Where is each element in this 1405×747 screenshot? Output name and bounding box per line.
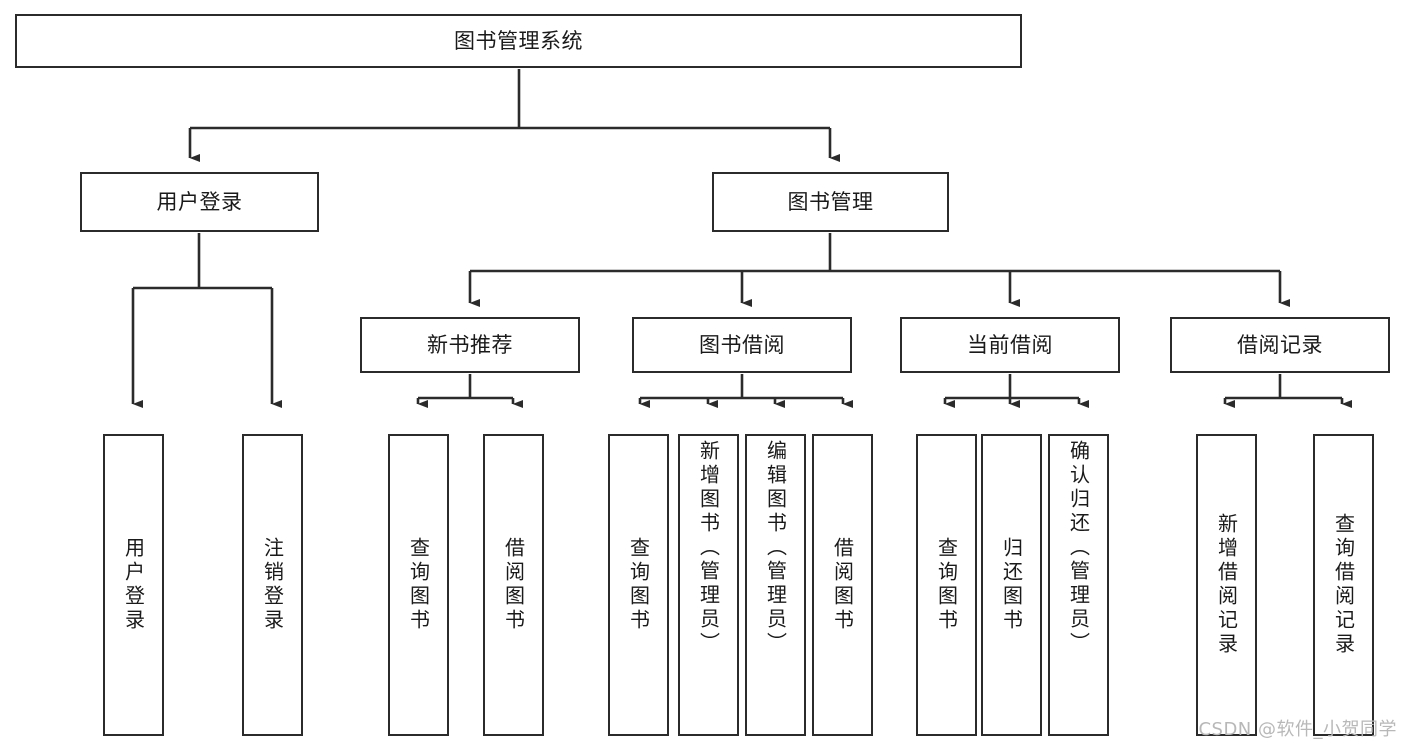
leaf-current-query-book-label: 查询图书 bbox=[934, 537, 959, 633]
node-current-borrow[interactable]: 当前借阅 bbox=[900, 317, 1120, 373]
leaf-borrow-borrow-book[interactable]: 借阅图书 bbox=[812, 434, 873, 736]
leaf-record-add-record-label: 新增借阅记录 bbox=[1214, 513, 1239, 657]
leaf-borrow-edit-book-admin-label: 编辑图书（管理员） bbox=[763, 440, 788, 656]
node-new-book-recommend[interactable]: 新书推荐 bbox=[360, 317, 580, 373]
leaf-user-login-logout-label: 注销登录 bbox=[260, 537, 285, 633]
leaf-borrow-add-book-admin-label: 新增图书（管理员） bbox=[696, 440, 721, 656]
leaf-newbook-query-book-label: 查询图书 bbox=[406, 537, 431, 633]
node-current-borrow-label: 当前借阅 bbox=[967, 332, 1053, 357]
node-root-system-label: 图书管理系统 bbox=[454, 28, 583, 53]
leaf-newbook-query-book[interactable]: 查询图书 bbox=[388, 434, 449, 736]
node-user-login-label: 用户登录 bbox=[156, 189, 243, 214]
leaf-newbook-borrow-book-label: 借阅图书 bbox=[501, 537, 526, 633]
node-user-login[interactable]: 用户登录 bbox=[80, 172, 319, 232]
node-book-management-label: 图书管理 bbox=[787, 189, 874, 214]
leaf-borrow-query-book[interactable]: 查询图书 bbox=[608, 434, 669, 736]
node-book-borrow[interactable]: 图书借阅 bbox=[632, 317, 852, 373]
leaf-record-query-record-label: 查询借阅记录 bbox=[1331, 513, 1356, 657]
leaf-current-confirm-return-admin[interactable]: 确认归还（管理员） bbox=[1048, 434, 1109, 736]
leaf-user-login-logout[interactable]: 注销登录 bbox=[242, 434, 303, 736]
leaf-record-add-record[interactable]: 新增借阅记录 bbox=[1196, 434, 1257, 736]
leaf-user-login-login[interactable]: 用户登录 bbox=[103, 434, 164, 736]
leaf-current-confirm-return-admin-label: 确认归还（管理员） bbox=[1066, 440, 1091, 656]
node-book-borrow-label: 图书借阅 bbox=[699, 332, 785, 357]
leaf-current-return-book-label: 归还图书 bbox=[999, 537, 1024, 633]
node-new-book-recommend-label: 新书推荐 bbox=[427, 332, 513, 357]
node-borrow-record-label: 借阅记录 bbox=[1237, 332, 1323, 357]
node-book-management[interactable]: 图书管理 bbox=[712, 172, 949, 232]
leaf-current-query-book[interactable]: 查询图书 bbox=[916, 434, 977, 736]
leaf-record-query-record[interactable]: 查询借阅记录 bbox=[1313, 434, 1374, 736]
leaf-newbook-borrow-book[interactable]: 借阅图书 bbox=[483, 434, 544, 736]
node-borrow-record[interactable]: 借阅记录 bbox=[1170, 317, 1390, 373]
leaf-borrow-edit-book-admin[interactable]: 编辑图书（管理员） bbox=[745, 434, 806, 736]
csdn-watermark: CSDN @软件_小贺同学 bbox=[1198, 719, 1397, 740]
node-root-system[interactable]: 图书管理系统 bbox=[15, 14, 1022, 68]
leaf-borrow-query-book-label: 查询图书 bbox=[626, 537, 651, 633]
leaf-user-login-login-label: 用户登录 bbox=[121, 537, 146, 633]
leaf-current-return-book[interactable]: 归还图书 bbox=[981, 434, 1042, 736]
leaf-borrow-add-book-admin[interactable]: 新增图书（管理员） bbox=[678, 434, 739, 736]
leaf-borrow-borrow-book-label: 借阅图书 bbox=[830, 537, 855, 633]
